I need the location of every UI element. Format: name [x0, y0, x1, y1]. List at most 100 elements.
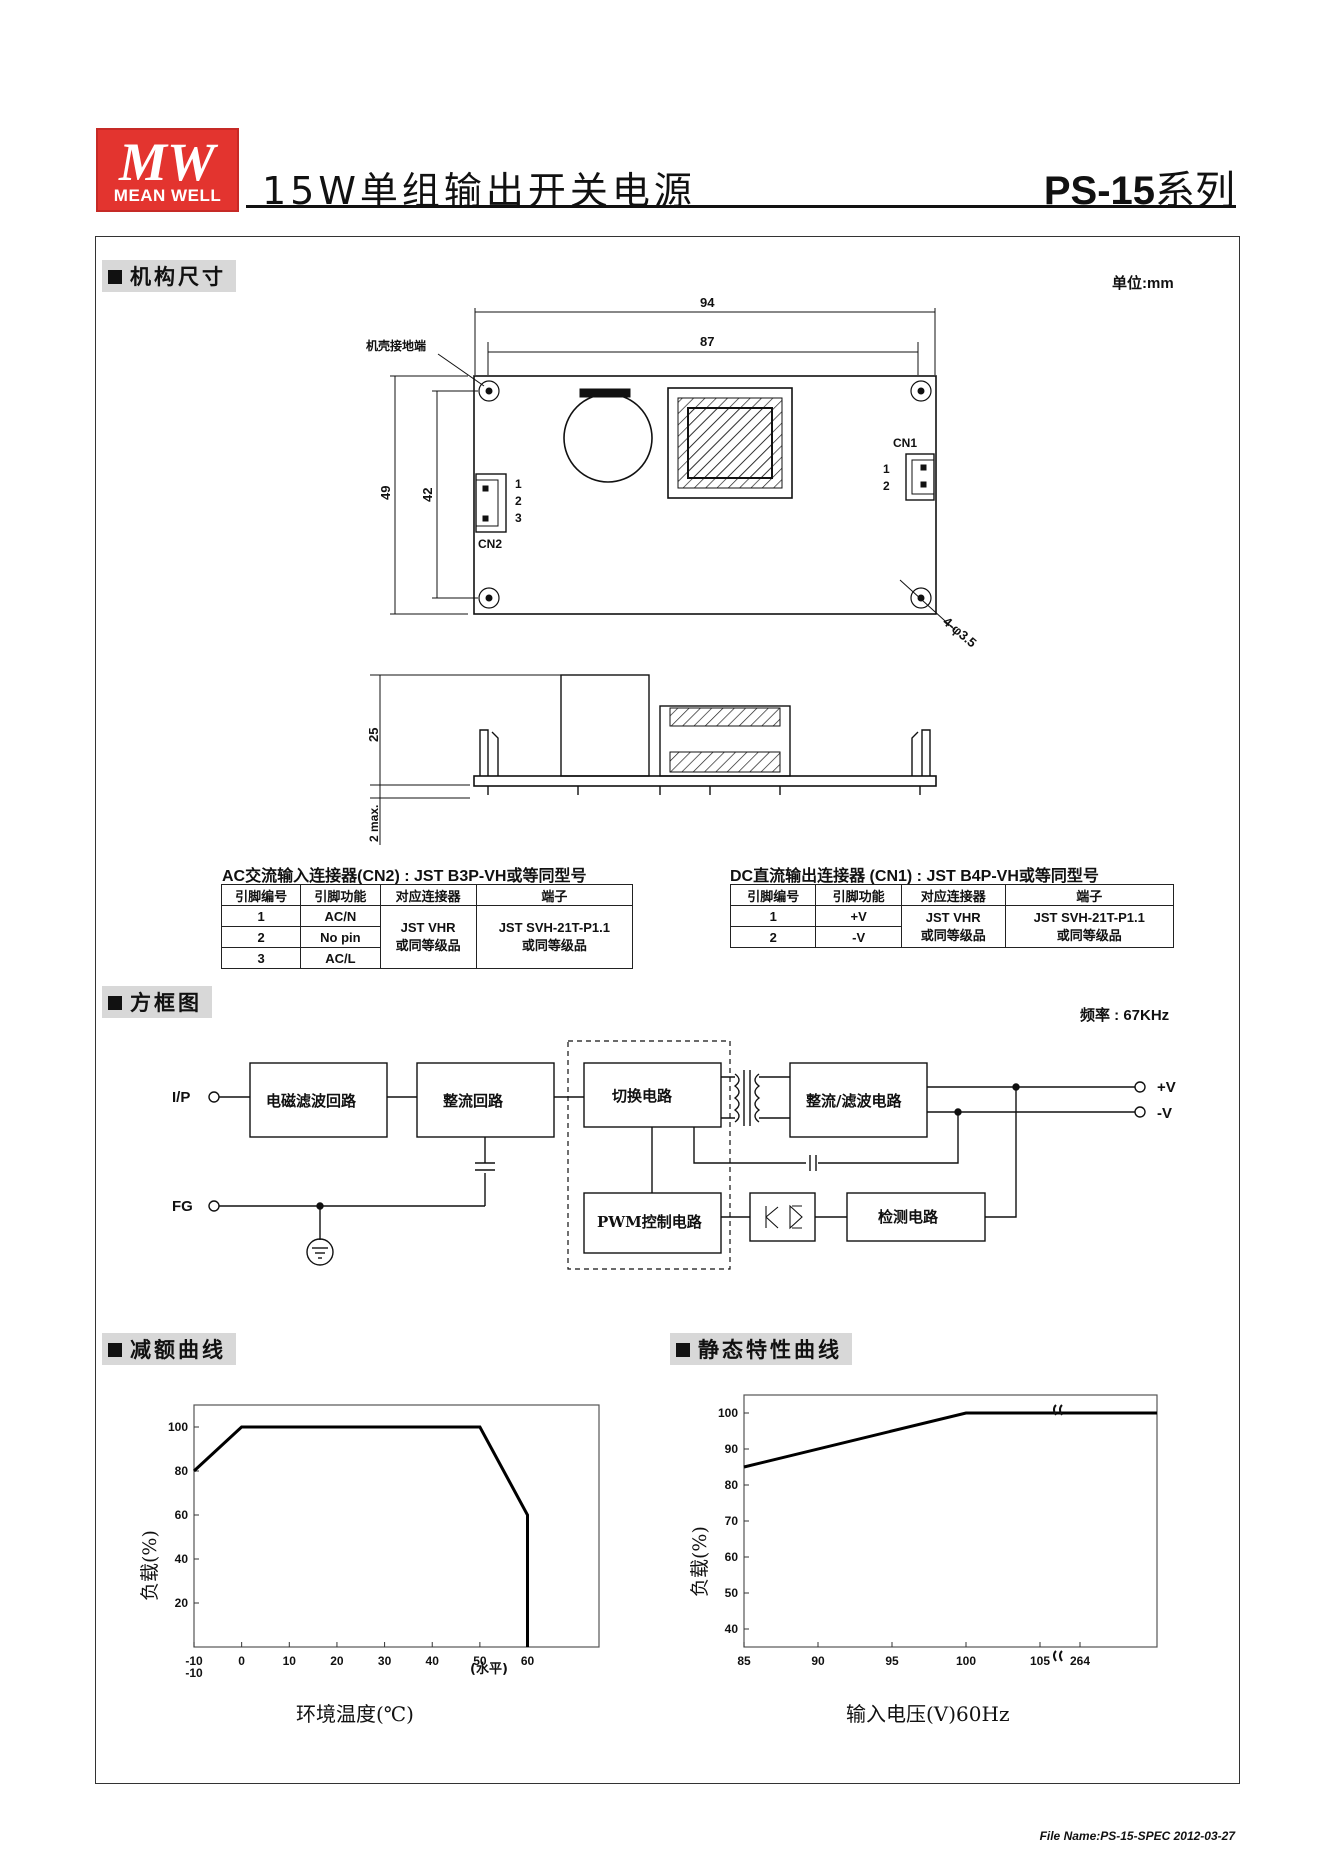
static-ylabel: 负载(%) — [689, 1526, 711, 1597]
cn1-pin-1: 1 — [883, 462, 890, 476]
svg-text:MW: MW — [118, 132, 219, 186]
static-ytick-label: 100 — [718, 1406, 738, 1420]
cn1-pin-2: 2 — [883, 479, 890, 493]
ac-terminal-line2: 或同等级品 — [521, 938, 587, 953]
footer-file-name: File Name:PS-15-SPEC 2012-03-27 — [1039, 1829, 1235, 1843]
ac-header-pin: 引脚编号 — [220, 884, 302, 906]
derating-xtick-sub: -10 — [185, 1666, 203, 1680]
derating-ylabel: 负载(%) — [139, 1530, 161, 1601]
dc-header-pin: 引脚编号 — [729, 884, 817, 906]
derating-xtick-label: 50 — [473, 1654, 487, 1668]
static-line — [743, 1411, 1157, 1469]
dim-94: 94 — [700, 295, 715, 310]
dc-mating-line2: 或同等级品 — [920, 927, 986, 943]
dim-42: 42 — [420, 488, 435, 502]
dim-25: 25 — [366, 728, 381, 742]
derating-ytick-label: 20 — [175, 1596, 189, 1610]
section-derating: 减额曲线 — [102, 1333, 236, 1365]
static-ytick-label: 70 — [725, 1514, 739, 1528]
ground-label: 机壳接地端 — [366, 338, 426, 353]
derating-xtick-label: -10 — [185, 1654, 203, 1668]
static-xtick-label: 264 — [1070, 1654, 1090, 1668]
ac-mating-line1: JST VHR — [400, 920, 456, 935]
dc-header-mating: 对应连接器 — [900, 884, 1006, 906]
section-mechanical-label: 机构尺寸 — [130, 264, 226, 289]
dc-mating-cell: JST VHR 或同等级品 — [900, 905, 1006, 948]
ac-mating-line2: 或同等级品 — [395, 938, 461, 953]
frequency-label: 频率 : 67KHz — [1080, 1007, 1170, 1024]
title-rule — [246, 205, 1236, 208]
ip-label: I/P — [172, 1089, 190, 1106]
cn2-pin-3: 3 — [515, 511, 522, 525]
fg-label: FG — [172, 1198, 193, 1215]
detect-block: 检测电路 — [878, 1208, 939, 1226]
derating-xtick-label: 40 — [426, 1654, 440, 1668]
ac-row1-func: AC/N — [300, 905, 381, 927]
axis-break-icon — [1053, 1404, 1063, 1662]
static-xtick-label: 90 — [811, 1654, 825, 1668]
dim-49: 49 — [378, 486, 393, 500]
dc-mating-line1: JST VHR — [925, 909, 981, 925]
static-ytick-label: 60 — [725, 1550, 739, 1564]
static-ytick-label: 50 — [725, 1586, 739, 1600]
section-block: 方框图 — [102, 986, 212, 1018]
ac-row1-pin: 1 — [220, 905, 302, 927]
derating-ytick-label: 80 — [175, 1464, 189, 1478]
ac-table-title: AC交流输入连接器(CN2) : JST B3P-VH或等同型号 — [222, 868, 587, 885]
emi-block: 电磁滤波回路 — [266, 1092, 357, 1110]
dc-terminal-line1: JST SVH-21T-P1.1 — [1033, 909, 1145, 925]
dc-row2-pin: 2 — [729, 926, 817, 948]
derating-ytick-label: 40 — [175, 1552, 189, 1566]
cn2-pin-2: 2 — [515, 494, 522, 508]
logo-text: MEAN WELL — [113, 186, 222, 205]
static-xtick-label: 105 — [1030, 1654, 1050, 1668]
cn2-label: CN2 — [478, 537, 502, 551]
ac-mating-cell: JST VHR 或同等级品 — [379, 905, 477, 969]
plus-v-label: +V — [1157, 1079, 1176, 1096]
switch-block: 切换电路 — [612, 1087, 673, 1105]
derating-xtick-label: 10 — [283, 1654, 297, 1668]
ac-row2-func: No pin — [300, 926, 381, 948]
cn1-label: CN1 — [893, 436, 917, 450]
ac-row2-pin: 2 — [220, 926, 302, 948]
static-xtick-label: 85 — [737, 1654, 751, 1668]
dc-terminal-line2: 或同等级品 — [1056, 927, 1122, 943]
ac-header-terminal: 端子 — [475, 884, 634, 906]
unit-label: 单位:mm — [1112, 275, 1174, 292]
section-block-label: 方框图 — [130, 990, 202, 1015]
derating-xtick-label: 0 — [238, 1654, 245, 1668]
pwm-block: PWM控制电路 — [597, 1213, 703, 1231]
dc-row1-pin: 1 — [729, 905, 817, 927]
section-mechanical: 机构尺寸 — [102, 260, 236, 292]
section-static-label: 静态特性曲线 — [698, 1337, 842, 1362]
dim-87: 87 — [700, 334, 714, 349]
ac-header-mating: 对应连接器 — [379, 884, 477, 906]
static-xlabel: 输入电压(V)60Hz — [846, 1702, 1009, 1726]
dc-header-func: 引脚功能 — [815, 884, 902, 906]
dc-header-terminal: 端子 — [1004, 884, 1175, 906]
content-frame — [95, 236, 1240, 1784]
rect-filter-block: 整流/滤波电路 — [806, 1092, 902, 1110]
ac-terminal-line1: JST SVH-21T-P1.1 — [498, 920, 610, 935]
mw-logo-icon: MW — [118, 132, 219, 186]
derating-plot-area — [193, 1404, 600, 1648]
static-ytick-label: 90 — [725, 1442, 739, 1456]
block-diagram: I/P 电磁滤波回路 整流回路 切换电路 整流/滤波电路 +V -V 检测电路 … — [172, 1040, 1176, 1270]
derating-x-unit: (水平) — [470, 1661, 508, 1677]
ac-row3-pin: 3 — [220, 947, 302, 969]
section-static: 静态特性曲线 — [670, 1333, 852, 1365]
ac-header-func: 引脚功能 — [300, 884, 381, 906]
section-derating-label: 减额曲线 — [130, 1337, 226, 1362]
dc-terminal-cell: JST SVH-21T-P1.1 或同等级品 — [1004, 905, 1175, 948]
derating-xtick-label: 20 — [330, 1654, 344, 1668]
mean-well-logo: MW MEAN WELL — [96, 128, 239, 212]
dc-table-title: DC直流输出连接器 (CN1) : JST B4P-VH或等同型号 — [730, 868, 1099, 885]
derating-xtick-label: 30 — [378, 1654, 392, 1668]
ac-connector-table: 引脚编号 引脚功能 对应连接器 端子 1 AC/N JST VHR 或同等级品 J… — [220, 884, 634, 969]
derating-ytick-label: 100 — [168, 1420, 188, 1434]
static-xtick-label: 100 — [956, 1654, 976, 1668]
static-xtick-label: 95 — [885, 1654, 899, 1668]
